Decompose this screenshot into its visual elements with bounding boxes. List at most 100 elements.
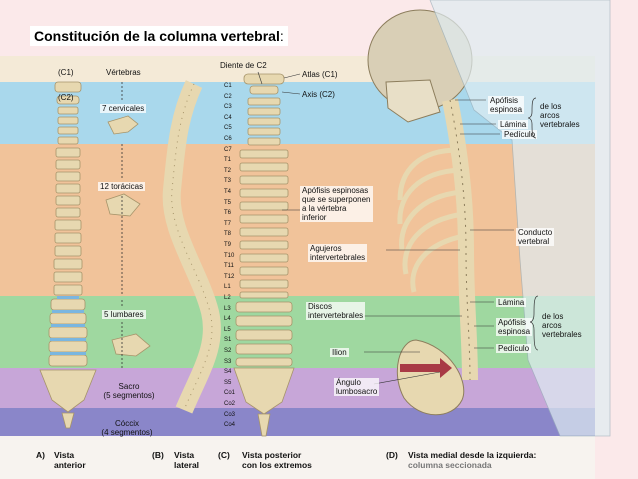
label-conducto: Conducto vertebral <box>516 228 555 246</box>
angulo-line1: Ángulo <box>336 378 361 387</box>
vertebra-level-c2: C2 <box>224 93 232 100</box>
vertebra-level-c6: C6 <box>224 136 232 142</box>
vertebra-level-c5: C5 <box>224 125 232 132</box>
vertebrales-upper: vertebrales <box>540 120 580 129</box>
label-axis: Axis (C2) <box>302 90 335 99</box>
vertebra-level-s5: S5 <box>224 379 232 386</box>
caption-b: Vista lateral <box>174 450 199 470</box>
label-pediculo-lower: Pedículo <box>496 344 532 353</box>
agujeros-line2: intervertebrales <box>310 253 366 262</box>
vertebra-level-t5: T5 <box>224 199 232 206</box>
discos-line2: intervertebrales <box>308 311 364 320</box>
vertebra-level-s2: S2 <box>224 348 232 354</box>
label-vertebras: Vértebras <box>106 68 141 77</box>
apo-sup-line1: Apófisis espinosas <box>302 186 369 195</box>
vertebra-level-t11: T11 <box>224 263 234 270</box>
caption-d-line1: Vista medial desde la izquierda: <box>408 450 537 460</box>
lumbosacral-arrow <box>400 358 452 378</box>
vertebra-level-l4: L4 <box>224 316 231 323</box>
apo-sup-line2: que se superponen <box>302 195 371 204</box>
agujeros-line1: Agujeros <box>310 244 342 253</box>
label-atlas: Atlas (C1) <box>302 70 338 79</box>
caption-a-line2: anterior <box>54 460 86 470</box>
vertebra-level-t3: T3 <box>224 178 232 185</box>
discos-line1: Discos <box>308 302 333 311</box>
caption-c-key: (C) <box>218 450 230 460</box>
label-apofisis-upper: Apófisis espinosa <box>488 96 525 114</box>
label-sacro: Sacro (5 segmentos) <box>96 382 162 400</box>
lateral-spine-outline <box>171 83 213 411</box>
vertebrales-lower: vertebrales <box>542 330 582 339</box>
title-text: Constitución de la columna vertebral <box>34 28 280 44</box>
page-title: Constitución de la columna vertebral: <box>30 26 288 46</box>
caption-c-line2: con los extremos <box>242 460 312 470</box>
anterior-spine <box>39 81 97 429</box>
label-agujeros: Agujeros intervertebrales <box>308 244 368 262</box>
band-sacrum <box>0 368 595 408</box>
vertebra-level-t1: T1 <box>224 157 232 164</box>
vertebra-level-t10: T10 <box>224 252 235 259</box>
vertebra-level-s3: S3 <box>224 358 232 365</box>
apofisis-upper-line2: espinosa <box>490 105 523 114</box>
vertebra-level-co4: Co4 <box>224 422 236 429</box>
vertebra-level-l2: L2 <box>224 295 231 301</box>
label-ilion: Ilion <box>330 348 349 357</box>
conducto-line2: vertebral <box>518 237 550 246</box>
caption-b-line2: lateral <box>174 460 200 470</box>
vertebra-level-co2: Co2 <box>224 401 236 407</box>
vertebra-level-co3: Co3 <box>224 411 236 418</box>
apo-sup-line4: inferior <box>302 213 327 222</box>
caption-a: Vista anterior <box>54 450 86 470</box>
de-los-upper: de los <box>540 102 562 111</box>
label-arcos-upper: de los arcos vertebrales <box>540 102 580 129</box>
band-thoracic <box>0 144 595 296</box>
apofisis-lower-line1: Apófisis <box>498 318 527 327</box>
label-toracicas: 12 torácicas <box>98 182 146 191</box>
vertebra-level-l5: L5 <box>224 326 231 333</box>
label-discos: Discos intervertebrales <box>306 302 366 320</box>
vertebra-level-t7: T7 <box>224 220 232 227</box>
de-los-lower: de los <box>542 312 564 321</box>
label-lamina-upper: Lámina <box>498 120 529 129</box>
vertebra-level-c1: C1 <box>224 83 232 89</box>
label-coccix-line2: (4 segmentos) <box>101 428 153 437</box>
caption-d: Vista medial desde la izquierda: columna… <box>408 450 536 470</box>
label-sacro-line2: (5 segmentos) <box>103 391 155 400</box>
posterior-spine <box>233 73 295 437</box>
vertebra-level-c7: C7 <box>224 146 232 153</box>
band-coccyx <box>0 408 595 436</box>
label-diente: Diente de C2 <box>220 61 267 70</box>
arcos-lower: arcos <box>542 321 562 330</box>
label-lamina-lower: Lámina <box>496 298 527 307</box>
band-caption <box>0 436 595 479</box>
vertebra-level-t6: T6 <box>224 210 232 217</box>
label-apofisis-superpuestas: Apófisis espinosas que se superponen a l… <box>300 186 373 222</box>
leader-lines <box>257 71 514 385</box>
label-lumbares: 5 lumbares <box>102 310 146 319</box>
vertebra-level-co1: Co1 <box>224 390 236 397</box>
apofisis-upper-line1: Apófisis <box>490 96 519 105</box>
caption-a-key: A) <box>36 450 45 460</box>
label-coccix-line1: Cóccix <box>114 419 139 428</box>
medial-view <box>367 0 611 437</box>
label-pediculo-upper: Pedículo <box>502 130 538 139</box>
vertebra-level-t4: T4 <box>224 189 232 195</box>
arcos-upper: arcos <box>540 111 560 120</box>
vertebra-level-t2: T2 <box>224 167 232 174</box>
vertebra-level-t12: T12 <box>224 273 235 280</box>
vertebra-level-l1: L1 <box>224 284 231 291</box>
vertebra-level-s1: S1 <box>224 337 232 344</box>
vertebra-level-c3: C3 <box>224 104 232 111</box>
caption-a-line1: Vista <box>54 450 75 460</box>
label-c2: (C2) <box>58 93 74 102</box>
caption-b-line1: Vista <box>174 450 195 460</box>
anterior-discs <box>50 296 86 355</box>
label-angulo: Ángulo lumbosacro <box>334 378 380 396</box>
caption-d-line2: columna seccionada <box>408 460 492 470</box>
vertebra-level-s4: S4 <box>224 369 232 376</box>
apofisis-lower-line2: espinosa <box>498 327 531 336</box>
title-colon: : <box>279 28 284 44</box>
